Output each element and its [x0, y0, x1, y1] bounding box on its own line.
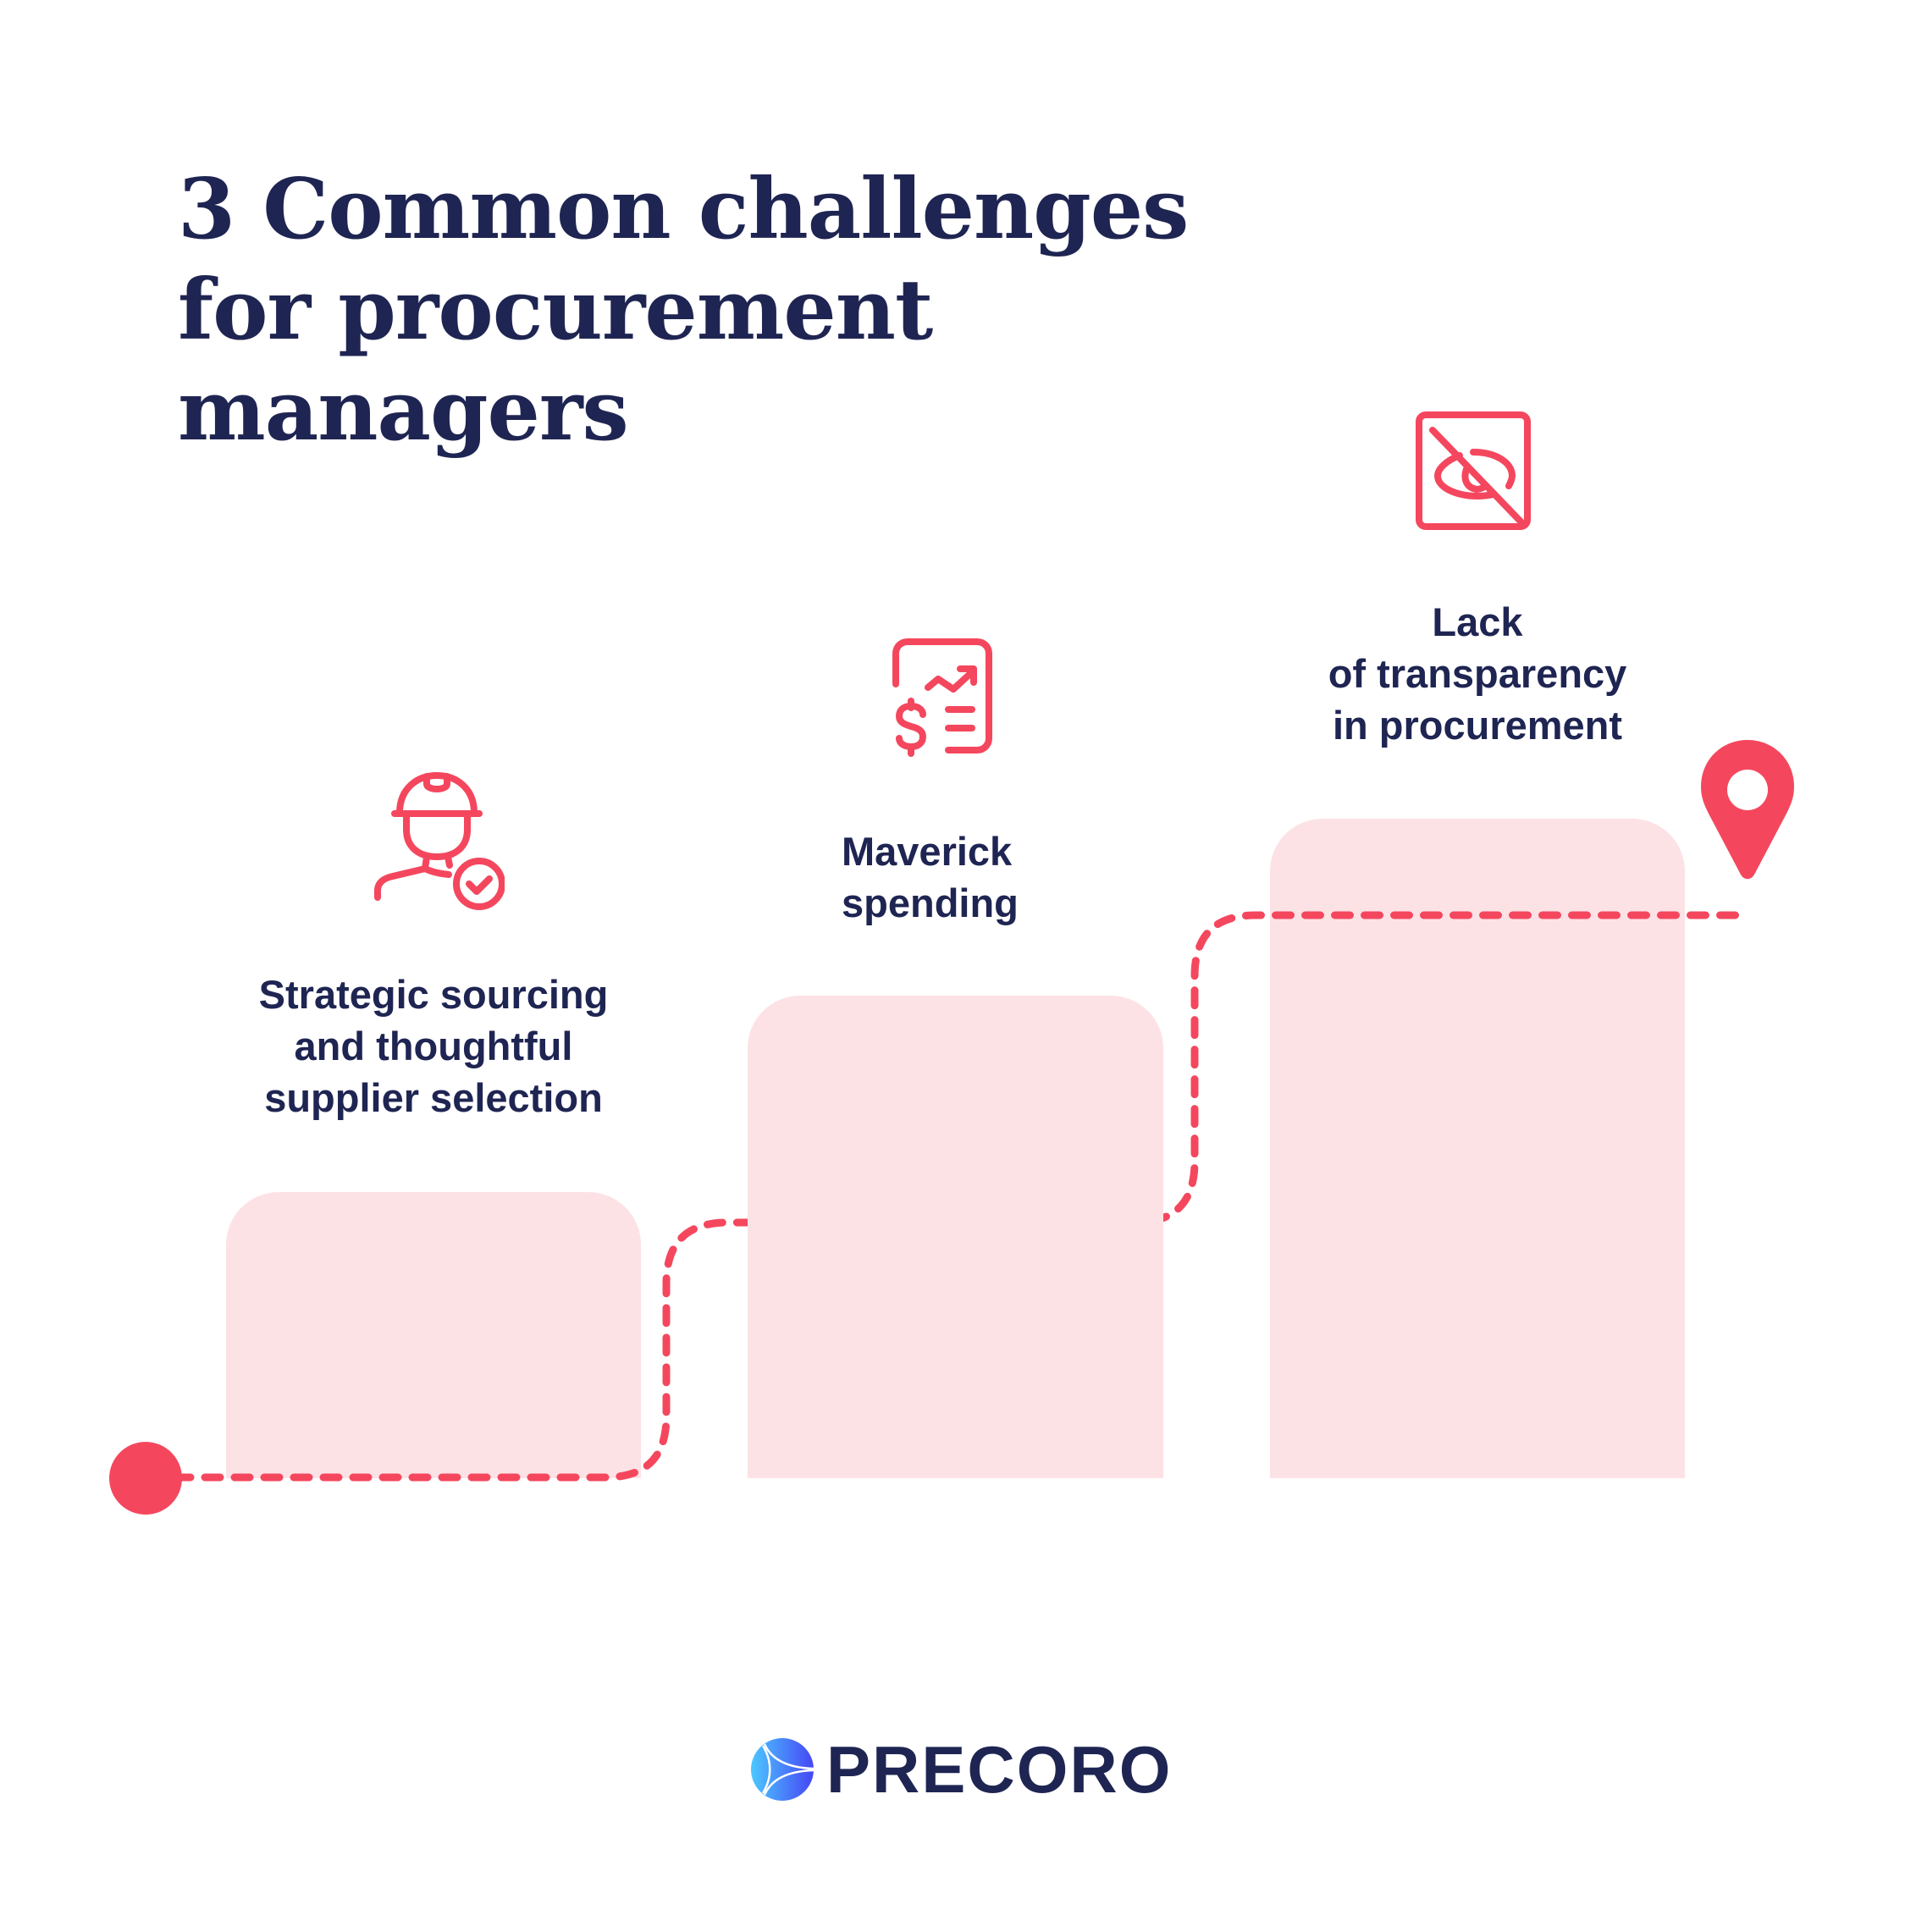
title-line-3: managers: [178, 362, 629, 460]
location-pin-icon: [1701, 740, 1794, 880]
precoro-logo-icon: [751, 1738, 814, 1801]
step-3-label-line-2: of transparency: [1328, 651, 1627, 696]
worker-hardhat-check-icon: [374, 772, 505, 910]
step-3-bar: [1270, 819, 1685, 1478]
start-dot: [109, 1442, 182, 1515]
step-3-label-line-1: Lack: [1432, 599, 1523, 644]
step-2-label: Maverick spending: [842, 825, 1180, 929]
step-1-label-line-3: supplier selection: [264, 1075, 603, 1120]
title-line-1: 3 Common challenges: [178, 161, 1189, 258]
step-1-label-line-1: Strategic sourcing: [258, 972, 609, 1017]
step-1-bar: [226, 1192, 641, 1478]
step-3-label: Lack of transparency in procurement: [1266, 596, 1689, 751]
dollar-report-trend-icon: [892, 638, 992, 757]
brand-name: PRECORO: [826, 1732, 1173, 1807]
step-2-label-line-2: spending: [842, 880, 1019, 925]
step-2-bar: [748, 996, 1163, 1478]
brand-logo: PRECORO: [750, 1736, 1172, 1803]
page-title: 3 Common challenges for procurement mana…: [178, 159, 1189, 461]
eye-slash-icon: [1416, 411, 1531, 530]
step-1-label: Strategic sourcing and thoughtful suppli…: [222, 969, 645, 1123]
step-3-label-line-3: in procurement: [1332, 703, 1623, 748]
step-2-label-line-1: Maverick: [842, 829, 1013, 874]
step-1-label-line-2: and thoughtful: [294, 1024, 573, 1068]
title-line-2: for procurement: [178, 262, 933, 359]
